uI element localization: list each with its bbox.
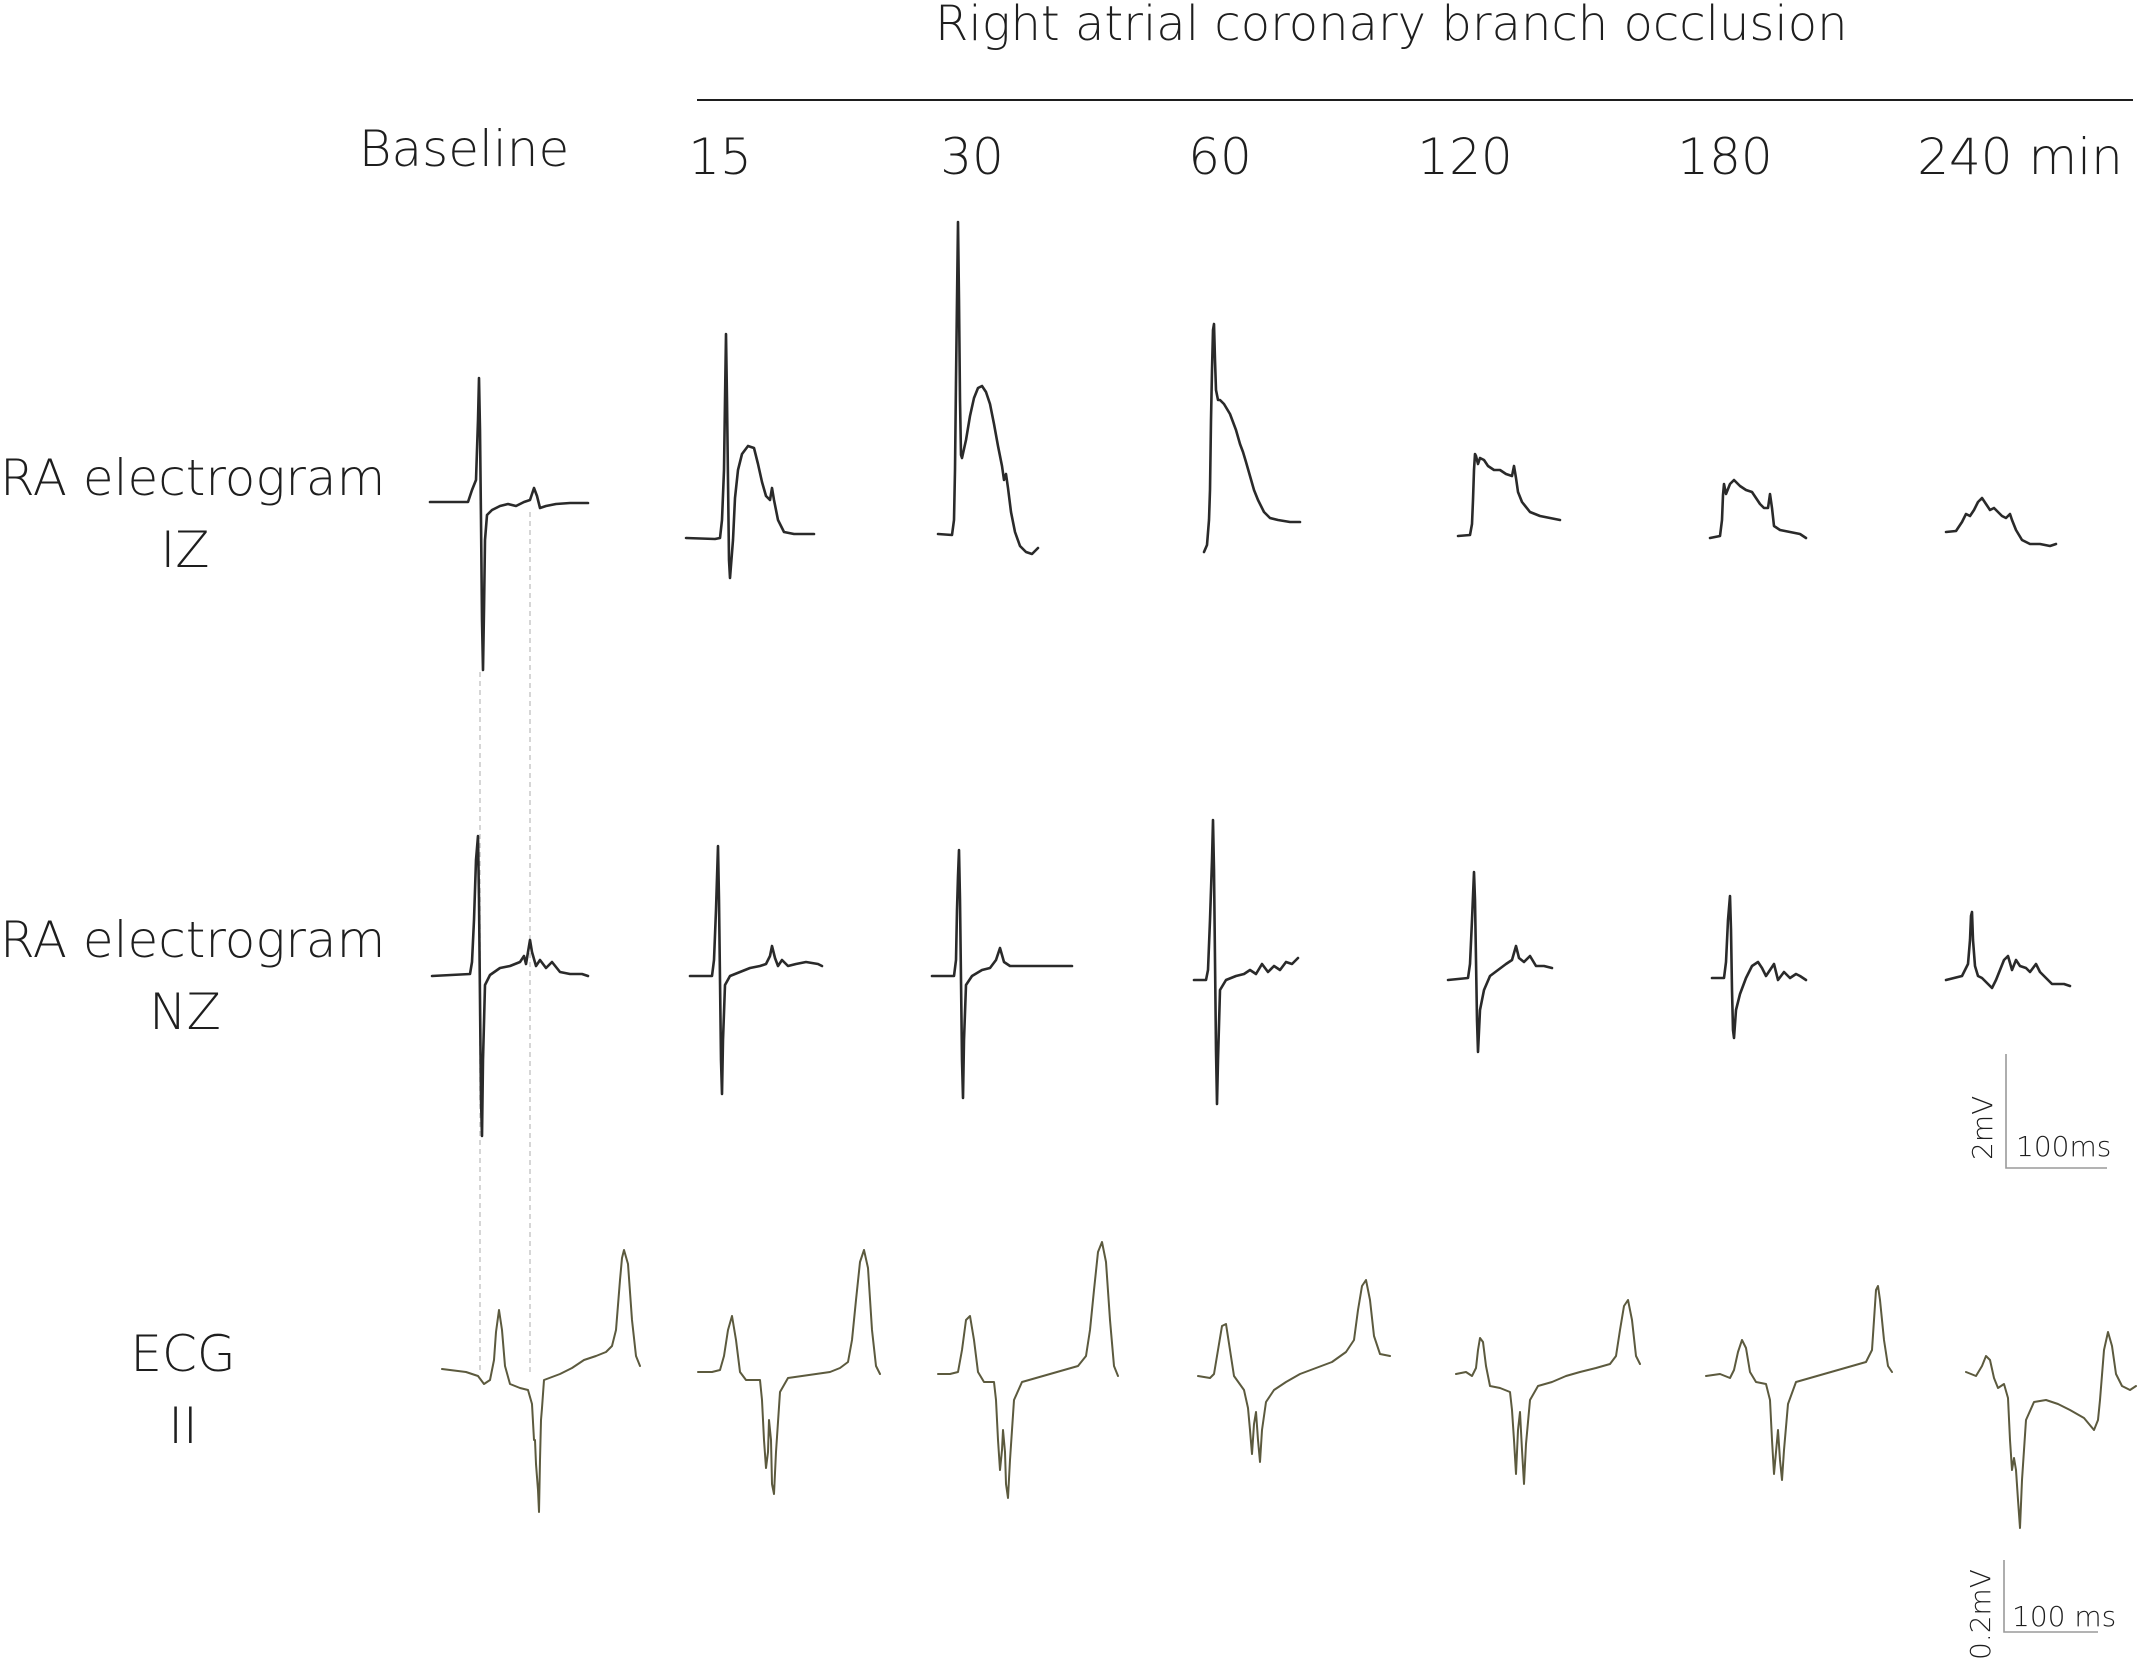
iz-trace-120 — [1456, 452, 1562, 538]
ecg-trace-60 — [1197, 1279, 1391, 1463]
ecg-trace-30 — [937, 1241, 1119, 1499]
row-label-nz: RA electrogram NZ — [0, 904, 386, 1048]
iz-trace-60 — [1202, 322, 1302, 554]
column-label-240: 240 min — [1917, 128, 2123, 186]
nz-trace-15 — [688, 844, 824, 1096]
iz-trace-240 — [1944, 496, 2058, 548]
row-label-iz-line2: IZ — [160, 521, 210, 579]
occlusion-header: Right atrial coronary branch occlusion — [935, 0, 1848, 52]
column-label-180: 180 — [1677, 128, 1773, 186]
ecg-trace-15 — [697, 1249, 881, 1495]
header-rule — [697, 99, 2133, 101]
column-label-15: 15 — [688, 128, 752, 186]
nz-trace-120 — [1446, 870, 1554, 1054]
row-label-ecg-line1: ECG — [130, 1325, 236, 1383]
electrogram-scale-bar — [2005, 1054, 2107, 1169]
column-label-60: 60 — [1188, 128, 1252, 186]
nz-trace-180 — [1710, 894, 1808, 1040]
ecg-time-scale-label: 100 ms — [2012, 1600, 2117, 1633]
row-label-nz-line1: RA electrogram — [0, 911, 386, 969]
electrogram-voltage-scale-label: 2mV — [1966, 1095, 1999, 1160]
column-label-30: 30 — [940, 128, 1004, 186]
ecg-trace-baseline — [441, 1249, 641, 1513]
iz-trace-30 — [936, 220, 1040, 556]
nz-trace-240 — [1944, 910, 2072, 990]
ecg-trace-120 — [1455, 1299, 1641, 1485]
iz-trace-baseline — [428, 376, 590, 672]
ecg-trace-240 — [1965, 1331, 2137, 1529]
row-label-iz: RA electrogram IZ — [0, 442, 386, 586]
electrogram-time-scale-label: 100ms — [2016, 1130, 2112, 1163]
ecg-voltage-scale-label: 0.2mV — [1964, 1569, 1997, 1660]
ecg-scale-bar — [2003, 1560, 2098, 1633]
nz-trace-60 — [1192, 818, 1300, 1106]
nz-trace-baseline — [430, 834, 590, 1138]
column-label-120: 120 — [1417, 128, 1513, 186]
row-label-nz-line2: NZ — [149, 983, 221, 1041]
nz-trace-30 — [930, 848, 1074, 1100]
iz-trace-15 — [684, 332, 816, 580]
row-label-iz-line1: RA electrogram — [0, 449, 386, 507]
column-label-baseline: Baseline — [358, 120, 570, 178]
row-label-ecg: ECG II — [0, 1318, 368, 1462]
iz-trace-180 — [1708, 478, 1808, 540]
row-label-ecg-line2: II — [168, 1397, 198, 1455]
ecg-trace-180 — [1705, 1285, 1893, 1481]
